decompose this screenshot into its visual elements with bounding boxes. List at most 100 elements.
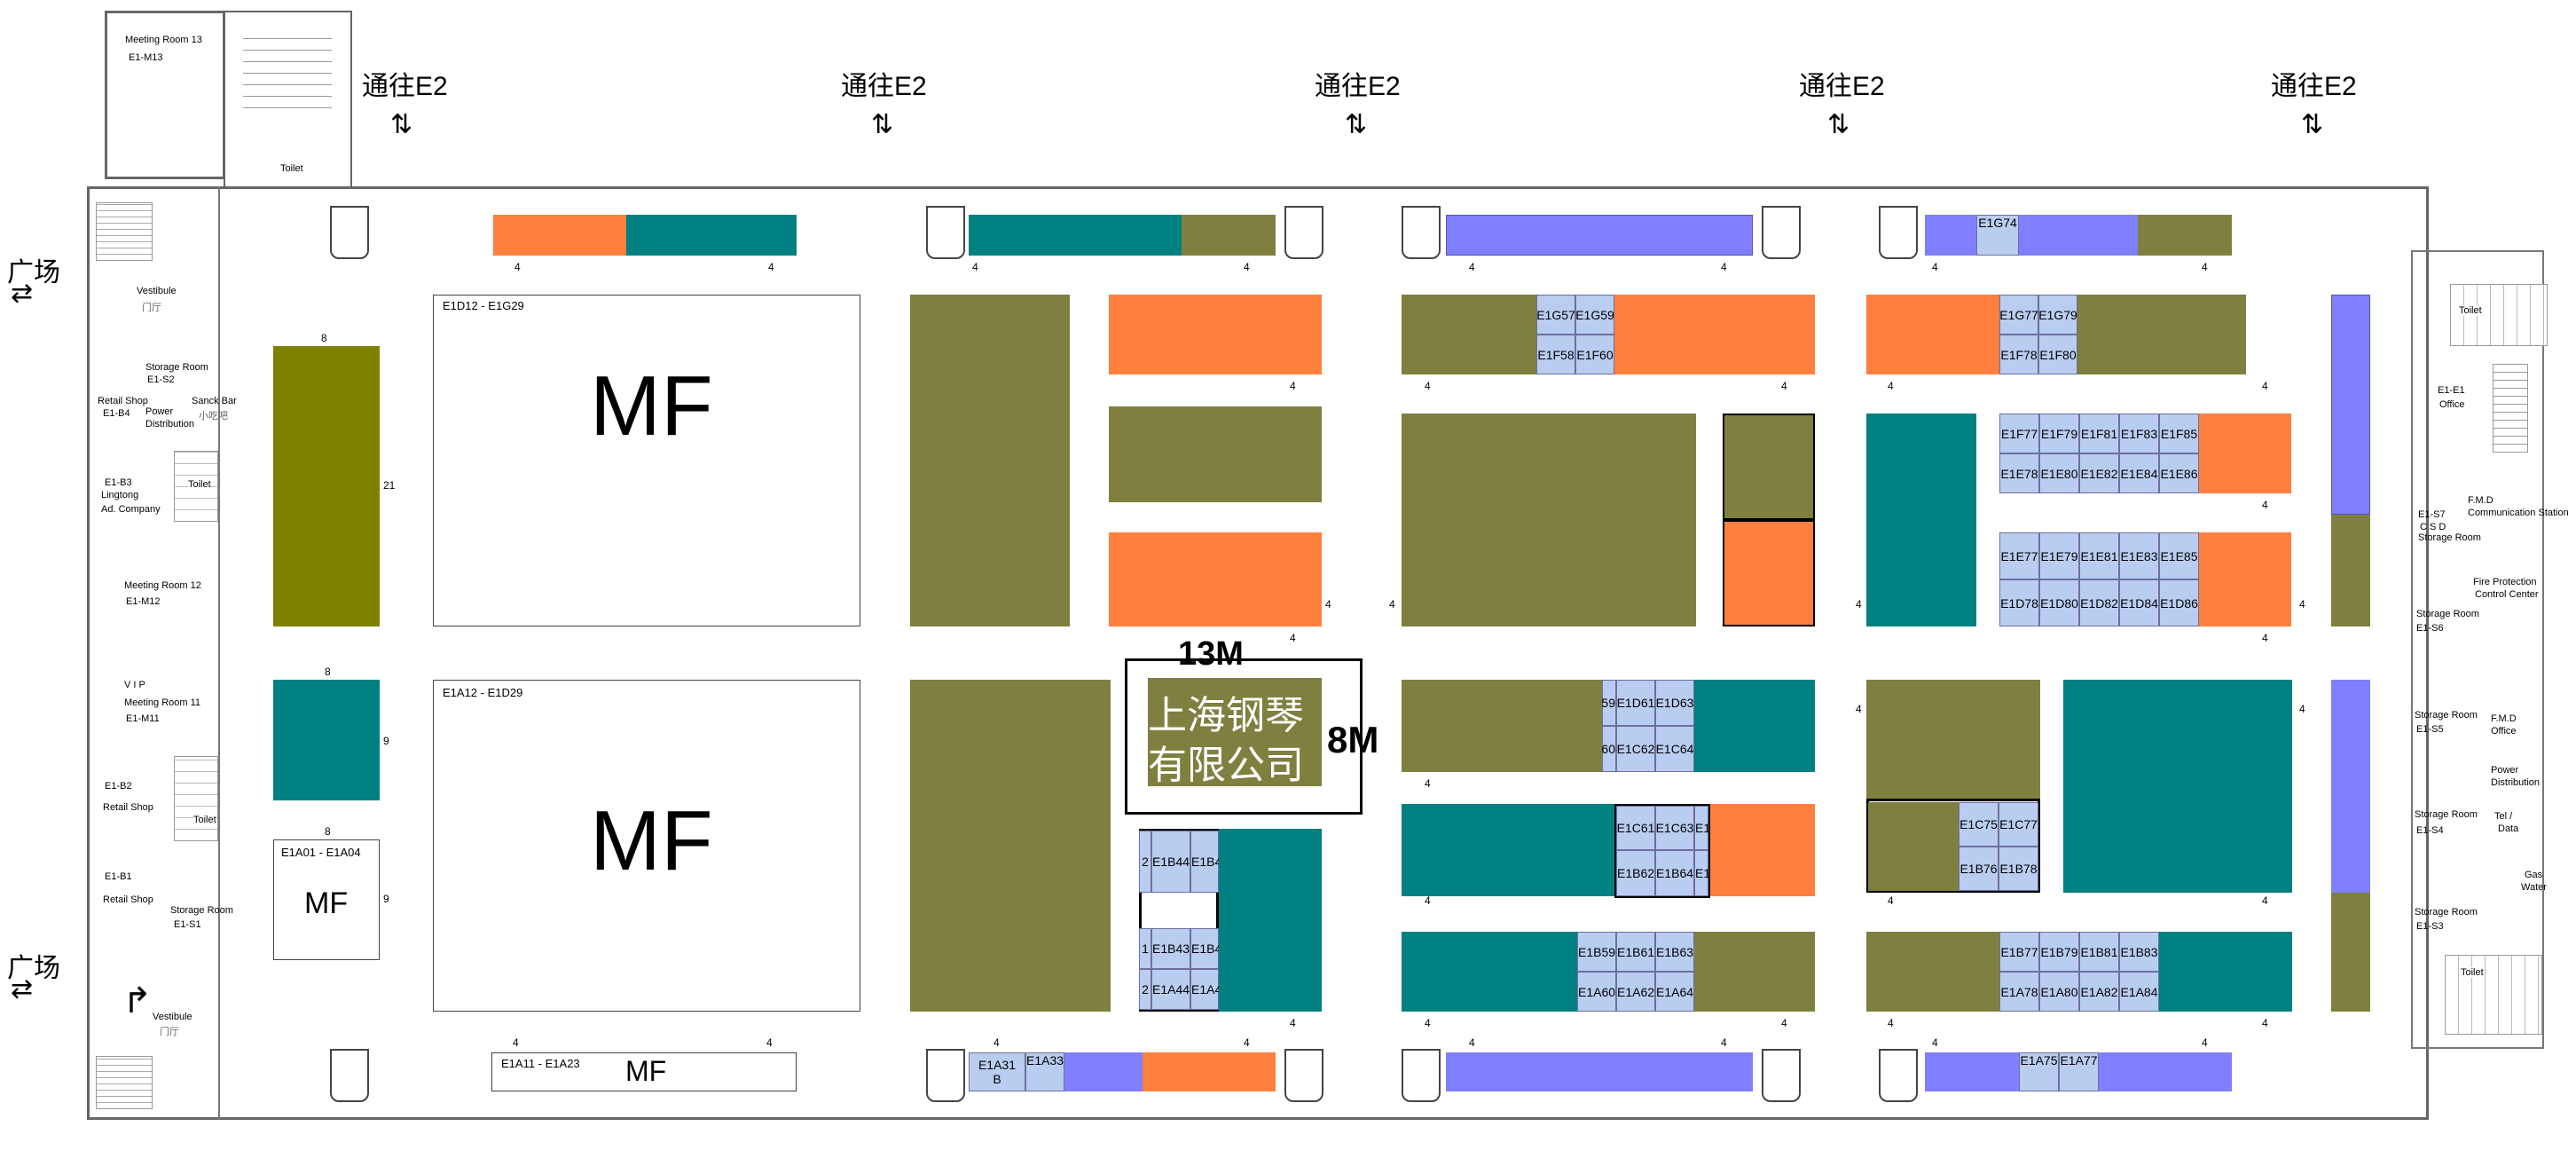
dim-label: 4 <box>2202 261 2208 273</box>
double-arrow-icon: ⇄ <box>11 974 34 1004</box>
booth: E1E80 <box>2039 453 2079 493</box>
dim-label: 4 <box>1425 380 1431 392</box>
dim-label: 9 <box>383 893 389 905</box>
dim-label: 4 <box>1389 598 1395 611</box>
stand-bottom-p <box>1064 1052 1143 1091</box>
s5-storage: Storage Room <box>2415 710 2478 721</box>
stand-top-4 <box>1182 215 1276 256</box>
stand-col4-b <box>2077 295 2246 374</box>
stand-col2-a <box>1109 295 1322 374</box>
booth: E1 <box>1694 850 1710 896</box>
mf-strip: E1A11 - E1A23 MF <box>491 1052 797 1091</box>
dim-label: 4 <box>2262 380 2268 392</box>
turn-arrow-icon: ↱ <box>122 981 153 1020</box>
door <box>1402 1049 1441 1102</box>
booth: E1B4 <box>1190 928 1221 969</box>
booth: E1E79 <box>2039 532 2079 579</box>
booth: E1F79 <box>2039 414 2079 453</box>
stair-bottom-left <box>96 1056 153 1109</box>
double-arrow-icon: ⇅ <box>2301 110 2324 139</box>
s3-id: E1-S3 <box>2416 921 2444 932</box>
storage-s2-label: Storage Room <box>145 362 208 373</box>
dim-label: 4 <box>766 1036 773 1049</box>
dim-label: 4 <box>2262 632 2268 644</box>
plaza-label-top: 广场 <box>7 258 60 288</box>
dim-label: 4 <box>1425 894 1431 907</box>
booth: E1C64 <box>1655 726 1694 772</box>
double-arrow-icon: ⇅ <box>1827 110 1850 139</box>
stand-right-3 <box>2331 680 2370 893</box>
door <box>1879 206 1918 259</box>
dim-label: 4 <box>1325 598 1331 611</box>
vestibule-label: Vestibule <box>153 1012 192 1022</box>
dim-label: 4 <box>1244 1036 1250 1049</box>
b3-id: E1-B3 <box>105 477 132 488</box>
door <box>1879 1049 1918 1102</box>
stand-col2-c <box>1109 532 1322 626</box>
width-dim: 13M <box>1178 635 1244 673</box>
storage-s2-id: E1-S2 <box>147 374 175 385</box>
booth: E1G57 <box>1536 295 1575 335</box>
stand-top-5 <box>1446 215 1753 256</box>
s6-id: E1-S6 <box>2416 623 2444 634</box>
dim-label: 4 <box>972 261 978 273</box>
s7-storage: Storage Room <box>2418 532 2481 543</box>
b2-label: Retail Shop <box>103 802 153 813</box>
stand-col4-d <box>2199 414 2291 493</box>
snack-bar-cn: 小吃吧 <box>199 411 228 421</box>
data-label: Data <box>2498 823 2519 834</box>
booth: E1A33 <box>1025 1052 1064 1091</box>
corridor-label-2: 通往E2 <box>841 72 927 101</box>
booth: E1C62 <box>1616 726 1655 772</box>
booth: E1D80 <box>2039 579 2079 626</box>
booth: E1A4 <box>1190 969 1221 1010</box>
dim-label: 4 <box>993 1036 1000 1049</box>
stand-col4-c <box>1866 414 1976 626</box>
fmd-label: F.M.D <box>2468 495 2494 506</box>
b2-id: E1-B2 <box>105 781 132 792</box>
mf-label: MF <box>304 886 349 920</box>
b1-label: Retail Shop <box>103 894 153 905</box>
stair-top-left <box>96 202 153 261</box>
dim-label: 9 <box>383 735 389 747</box>
booth: E1G77 <box>1999 295 2038 335</box>
dim-label: 4 <box>2262 499 2268 511</box>
booth: E1A64 <box>1655 972 1694 1012</box>
room-label: Meeting Room 13 <box>125 35 202 45</box>
dim-label: 4 <box>2299 703 2305 715</box>
door <box>1762 206 1801 259</box>
stand-col2-bottom <box>910 680 1111 1012</box>
e1-e1-label: E1-E1 <box>2438 385 2465 396</box>
dim-label: 4 <box>1290 380 1296 392</box>
booth: E1A77 <box>2059 1052 2099 1091</box>
booth-id: E1A31 <box>978 1058 1017 1072</box>
fire-label2: Control Center <box>2475 589 2539 600</box>
dim-label: 4 <box>2299 598 2305 611</box>
booth: E1B61 <box>1616 932 1655 972</box>
booth: E1B81 <box>2079 932 2119 972</box>
distribution-label: Distribution <box>145 419 195 429</box>
stand-col4-f <box>1866 680 2040 799</box>
piano-booth-frame <box>1125 658 1363 815</box>
dim-label: 4 <box>513 1036 519 1049</box>
booth: E1G79 <box>2038 295 2077 335</box>
booth: 1 <box>1139 928 1151 969</box>
toilet-block-top: Toilet <box>224 11 352 188</box>
s4-id: E1-S4 <box>2416 825 2444 836</box>
mf-range: E1A11 - E1A23 <box>501 1057 580 1070</box>
toilet-label: Toilet <box>193 815 216 825</box>
dim-label: 4 <box>1781 1017 1787 1029</box>
dim-label: 4 <box>1425 777 1431 790</box>
stand-top-6 <box>1925 215 2138 256</box>
dim-label: 4 <box>2262 1017 2268 1029</box>
b1-id: E1-B1 <box>105 871 132 882</box>
fire-label: Fire Protection <box>2473 577 2537 587</box>
booth: E1F78 <box>1999 335 2038 374</box>
mr11-label: Meeting Room 11 <box>124 697 201 708</box>
stand-col3-e <box>1402 680 1602 772</box>
toilet-label: Toilet <box>280 163 303 174</box>
power-dist-label2: Distribution <box>2491 777 2541 788</box>
door <box>926 206 965 259</box>
mf-label: MF <box>590 793 713 888</box>
dim-label: 4 <box>2202 1036 2208 1049</box>
